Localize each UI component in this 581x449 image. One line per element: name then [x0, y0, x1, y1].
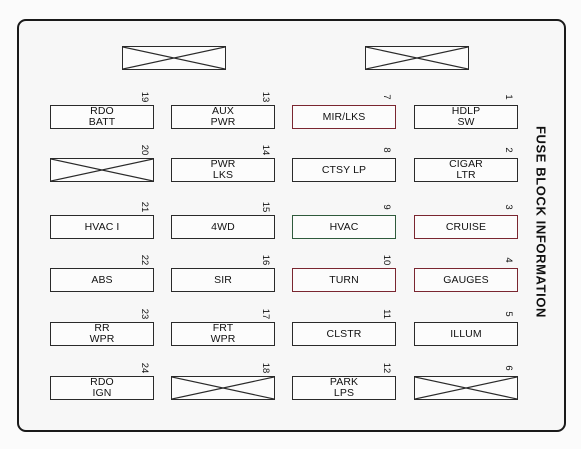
fuse-label-line: PWR — [210, 116, 236, 128]
fuse-number: 4 — [503, 257, 514, 263]
fuse-label-line: HVAC I — [84, 220, 120, 233]
fuse-label-line: 4WD — [211, 220, 235, 233]
fuse-number: 8 — [381, 147, 392, 153]
fuse-label-line: LTR — [456, 169, 476, 181]
top-empty-slot-left — [122, 46, 226, 70]
fuse-label-line: FRT — [212, 322, 234, 334]
fuse-label-line: HDLP — [451, 105, 481, 117]
fuse-number: 23 — [139, 308, 150, 320]
fuse-number: 6 — [503, 365, 514, 371]
fuse-number: 21 — [139, 201, 150, 213]
fuse-slot-empty — [414, 376, 518, 400]
empty-slot-cross-icon — [172, 377, 274, 399]
fuse-slot: ILLUM — [414, 322, 518, 346]
fuse-number: 22 — [139, 254, 150, 266]
fuse-label-line: RDO — [90, 105, 114, 117]
fuse-label-line: LKS — [212, 169, 234, 181]
fuse-label-line: WPR — [210, 333, 236, 345]
empty-slot-cross-icon — [415, 377, 517, 399]
fuse-slot: MIR/LKS — [292, 105, 396, 129]
fuse-label-line: RR — [94, 322, 110, 334]
fuse-slot: ABS — [50, 268, 154, 292]
empty-slot-cross-icon — [366, 47, 468, 69]
fuse-label-line: LPS — [333, 387, 355, 399]
fuse-label-line: TURN — [329, 273, 359, 286]
fuse-number: 18 — [260, 362, 271, 374]
fuse-slot-empty — [171, 376, 275, 400]
fuse-label-line: SW — [457, 116, 475, 128]
fuse-number: 16 — [260, 254, 271, 266]
fuse-slot: SIR — [171, 268, 275, 292]
fuse-number: 12 — [381, 362, 392, 374]
fuse-label-line: ABS — [91, 273, 113, 286]
fuse-slot: HVAC I — [50, 215, 154, 239]
fuse-block-title: FUSE BLOCK INFORMATION — [533, 125, 549, 319]
fuse-number: 14 — [260, 144, 271, 156]
fuse-slot: CTSY LP — [292, 158, 396, 182]
fuse-number: 10 — [381, 254, 392, 266]
fuse-number: 13 — [260, 91, 271, 103]
fuse-number: 15 — [260, 201, 271, 213]
fuse-slot-empty — [50, 158, 154, 182]
fuse-slot: CLSTR — [292, 322, 396, 346]
fuse-slot: CRUISE — [414, 215, 518, 239]
fuse-number: 1 — [503, 94, 514, 100]
fuse-label-line: CLSTR — [326, 327, 362, 340]
fuse-slot: TURN — [292, 268, 396, 292]
fuse-number: 17 — [260, 308, 271, 320]
fuse-number: 24 — [139, 362, 150, 374]
fuse-number: 2 — [503, 147, 514, 153]
fuse-slot: HVAC — [292, 215, 396, 239]
fuse-label-line: CIGAR — [449, 158, 483, 170]
fuse-label-line: PWR — [210, 158, 236, 170]
fuse-number: 20 — [139, 144, 150, 156]
fuse-label-line: IGN — [92, 387, 112, 399]
fuse-label-line: CRUISE — [445, 220, 487, 233]
fuse-label-line: GAUGES — [443, 273, 489, 286]
fuse-number: 7 — [381, 94, 392, 100]
fuse-label-line: AUX — [212, 105, 234, 117]
fuse-label-line: RDO — [90, 376, 114, 388]
fuse-slot: GAUGES — [414, 268, 518, 292]
fuse-number: 5 — [503, 311, 514, 317]
fuse-label-line: ILLUM — [450, 327, 482, 340]
empty-slot-cross-icon — [51, 159, 153, 181]
fuse-label-line: CTSY LP — [321, 163, 367, 176]
fuse-number: 3 — [503, 204, 514, 210]
fuse-label-line: BATT — [88, 116, 116, 128]
fuse-number: 9 — [381, 204, 392, 210]
fuse-number: 19 — [139, 91, 150, 103]
fuse-label-line: MIR/LKS — [322, 110, 366, 123]
top-empty-slot-right — [365, 46, 469, 70]
fuse-label-line: HVAC — [329, 220, 359, 233]
empty-slot-cross-icon — [123, 47, 225, 69]
fuse-label-line: SIR — [214, 273, 232, 286]
fuse-label-line: PARK — [329, 376, 359, 388]
fuse-label-line: WPR — [89, 333, 115, 345]
fuse-number: 11 — [381, 309, 392, 319]
fuse-slot: 4WD — [171, 215, 275, 239]
